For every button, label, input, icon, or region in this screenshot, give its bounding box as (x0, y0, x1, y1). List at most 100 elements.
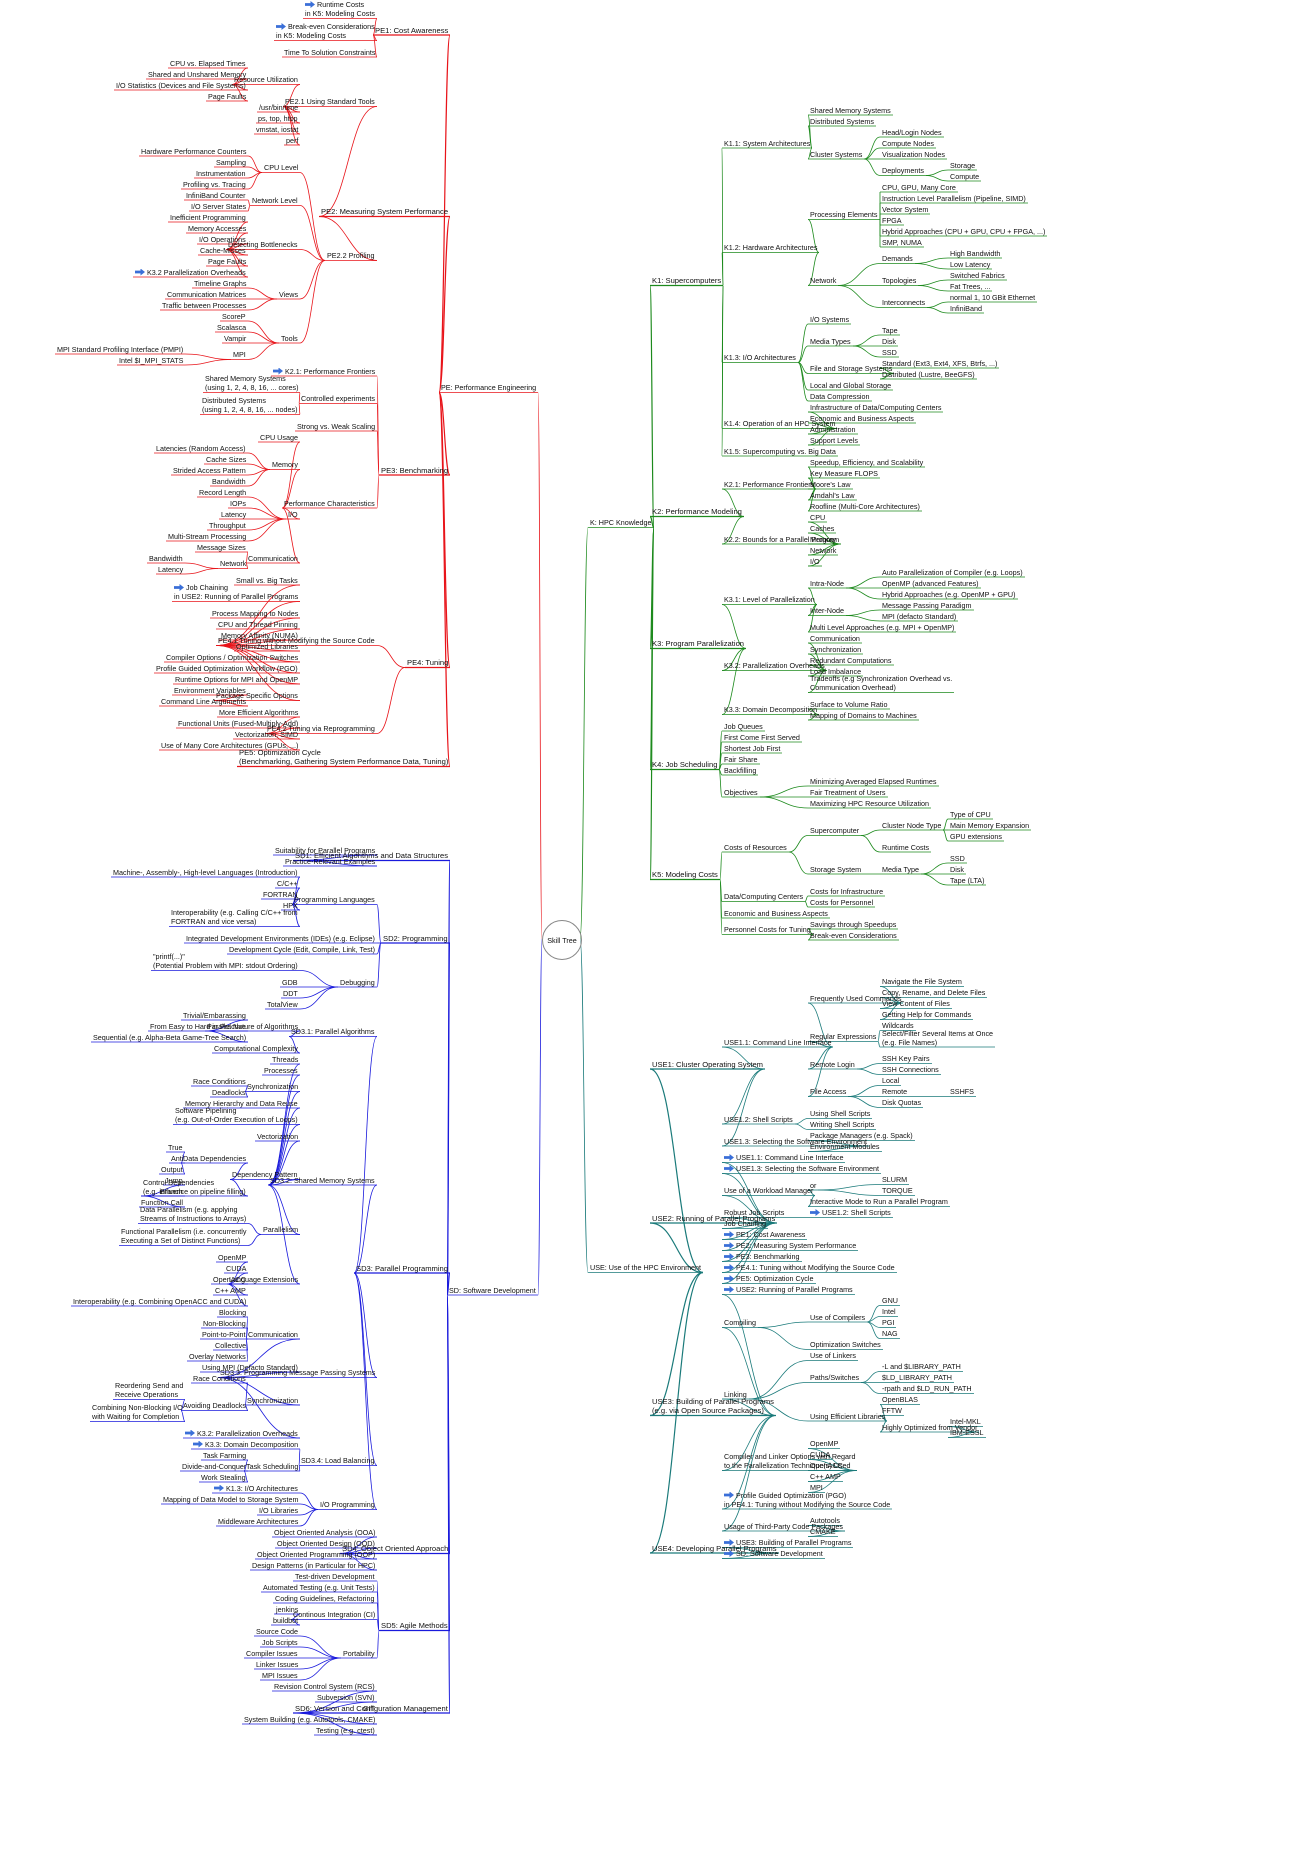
topic-label: Navigate the File System (882, 977, 962, 986)
topic-i-o-systems: I/O Systems (808, 315, 851, 324)
topic-label: USE1: Cluster Operating System (652, 1059, 763, 1069)
ref-link-use1-2-shell-scripts[interactable]: USE1.2: Shell Scripts (808, 1208, 893, 1217)
ref-link-k3-2-parallelization-overheads[interactable]: K3.2 Parallelization Overheads (133, 268, 248, 277)
connector-line (759, 785, 809, 798)
ref-link-use2-running-of-parallel-programs[interactable]: USE2: Running of Parallel Programs (722, 1285, 855, 1294)
topic-label: Redundant Computations (810, 655, 892, 665)
topic-label: Deadlocks (212, 1087, 246, 1097)
topic-supercomputer: Supercomputer (808, 826, 861, 835)
topic-label: Development Cycle (Edit, Compile, Link, … (229, 944, 376, 954)
topic-task-farming: Task Farming (201, 1451, 248, 1460)
ref-link-k2-1-performance-frontiers[interactable]: K2.1: Performance Frontiers (271, 367, 377, 376)
topic-regular-expressions: Regular Expressions (808, 1032, 878, 1041)
topic-label: Memory Affinity (NUMA) (221, 630, 298, 640)
connector-line (926, 301, 949, 308)
topic-use1-2-shell-scripts: USE1.2: Shell Scripts (722, 1115, 795, 1124)
topic-label: Usage of Third-Party Code Packages (724, 1521, 843, 1531)
connector-line (866, 1321, 881, 1339)
link-arrow-icon (724, 1165, 734, 1172)
topic-label: Strided Access Pattern (173, 465, 246, 475)
topic-key-measure-flops: Key Measure FLOPS (808, 469, 880, 478)
connector-line (879, 373, 895, 380)
topic-label: Runtime Costs (882, 842, 930, 852)
topic-label: True (168, 1142, 183, 1152)
connector-line (649, 284, 655, 529)
connector-line (184, 359, 232, 366)
topic-label: Costs for Infrastructure (810, 886, 884, 896)
topic-backfilling: Backfilling (722, 766, 758, 775)
topic-functional-units-fused-multiply-add: Functional Units (Fused-Multiply-Add) (176, 719, 300, 728)
topic-k1-2-hardware-architectures: K1.2: Hardware Architectures (722, 243, 819, 252)
topic-switched-fabrics: Switched Fabrics (948, 271, 1007, 280)
ref-link-k3-2-parallelization-overheads[interactable]: K3.2: Parallelization Overheads (183, 1429, 300, 1438)
topic-compiler-and-linker-options-with-regard: Compiler and Linker Options with Regard … (722, 1452, 857, 1470)
topic-sd4-object-oriented-approach: SD4: Object Oriented Approach (340, 1544, 450, 1553)
topic-label: Network (220, 559, 247, 568)
ref-link-break-even-considerations[interactable]: Break-even Considerations in K5: Modelin… (274, 22, 377, 40)
connector-line (807, 219, 820, 253)
topic-distributed-systems: Distributed Systems (808, 117, 876, 126)
topic-pe-performance-engineering: PE: Performance Engineering (439, 383, 538, 392)
connector-line (847, 1085, 881, 1097)
topic-sd1-efficient-algorithms-and-data-structures: SD1: Efficient Algorithms and Data Struc… (293, 851, 450, 860)
topic-label: Using Efficient Libraries (810, 1411, 886, 1421)
topic-label: Communication Matrices (167, 289, 247, 299)
connector-line (299, 986, 339, 999)
connector-line (318, 106, 378, 217)
topic-message-sizes: Message Sizes (195, 543, 248, 552)
ref-link-k3-3-domain-decomposition[interactable]: K3.3: Domain Decomposition (191, 1440, 300, 1449)
connector-line (794, 1123, 809, 1130)
topic-language-extensions: Language Extensions (227, 1275, 300, 1284)
ref-link-profile-guided-optimization-pgo[interactable]: Profile Guided Optimization (PGO) in PE4… (722, 1491, 892, 1509)
ref-link-use1-3-selecting-the-software-environment[interactable]: USE1.3: Selecting the Software Environme… (722, 1164, 881, 1173)
connector-line (807, 934, 814, 941)
topic-environment-variables: Environment Variables (172, 686, 248, 695)
connector-line (281, 441, 301, 509)
ref-link-pe2-measuring-system-performance[interactable]: PE2: Measuring System Performance (722, 1241, 858, 1250)
ref-link-job-chaining[interactable]: Job Chaining in USE2: Running of Paralle… (172, 583, 300, 601)
connector-line (298, 1465, 301, 1472)
topic-iops: IOPs (228, 499, 248, 508)
link-arrow-icon (135, 268, 145, 276)
topic-label: Mapping of Domains to Machines (810, 710, 917, 720)
connector-line (184, 353, 232, 360)
topic-label: Cache Sizes (206, 454, 247, 464)
topic-label: InfiniBand Counter (186, 190, 246, 200)
topic-label: CPU Level (264, 163, 299, 172)
ref-link-pe5-optimization-cycle[interactable]: PE5: Optimization Cycle (722, 1274, 816, 1283)
ref-link-pe4-1-tuning-without-modifying-the-source-code[interactable]: PE4.1: Tuning without Modifying the Sour… (722, 1263, 897, 1272)
ref-link-pe3-benchmarking[interactable]: PE3: Benchmarking (722, 1252, 802, 1261)
topic-label: Network Level (252, 196, 298, 205)
topic-mapping-of-data-model-to-storage-system: Mapping of Data Model to Storage System (161, 1495, 300, 1504)
topic-label: Message Sizes (197, 542, 246, 552)
connector-line (299, 1646, 342, 1659)
topic-label: Vectorization, SIMD (235, 729, 299, 739)
ref-link-k1-3-i-o-architectures[interactable]: K1.3: I/O Architectures (212, 1484, 300, 1493)
ref-link-use3-building-of-parallel-programs[interactable]: USE3: Building of Parallel Programs (722, 1538, 853, 1547)
topic-local-and-global-storage: Local and Global Storage (808, 381, 893, 390)
connector-line (757, 1321, 809, 1328)
connector-line (299, 1657, 342, 1670)
connector-line (353, 1184, 378, 1274)
topic-media-types: Media Types (808, 337, 853, 346)
topic-label: Computational Complexity (214, 1043, 298, 1053)
connector-line (217, 1377, 301, 1406)
topic-views: Views (277, 290, 300, 299)
topic-scalasca: Scalasca (215, 323, 248, 332)
ref-link-runtime-costs[interactable]: Runtime Costs in K5: Modeling Costs (303, 0, 377, 18)
connector-line (721, 1173, 778, 1224)
connector-line (721, 648, 747, 671)
topic-auto-parallelization-of-compiler-e-g-loops: Auto Parallelization of Compiler (e.g. L… (880, 568, 1025, 577)
ref-link-pe1-cost-awareness[interactable]: PE1: Cost Awareness (722, 1230, 807, 1239)
topic-object-oriented-programming-oop: Object Oriented Programming (OOP) (255, 1550, 377, 1559)
connector-line (942, 829, 949, 842)
topic-network: Network (808, 276, 838, 285)
ref-link-use1-1-command-line-interface[interactable]: USE1.1: Command Line Interface (722, 1153, 845, 1162)
connector-line (807, 587, 818, 605)
topic-label: Software Pipelining (e.g. Out-of-Order E… (175, 1106, 298, 1124)
topic-label: Shortest Job First (724, 743, 781, 753)
ref-link-sd-software-development[interactable]: SD: Software Development (722, 1549, 825, 1558)
topic-blocking: Blocking (217, 1308, 248, 1317)
topic-moore-s-law: Moore's Law (808, 480, 853, 489)
topic-label: K2.1: Performance Frontiers (285, 366, 376, 376)
